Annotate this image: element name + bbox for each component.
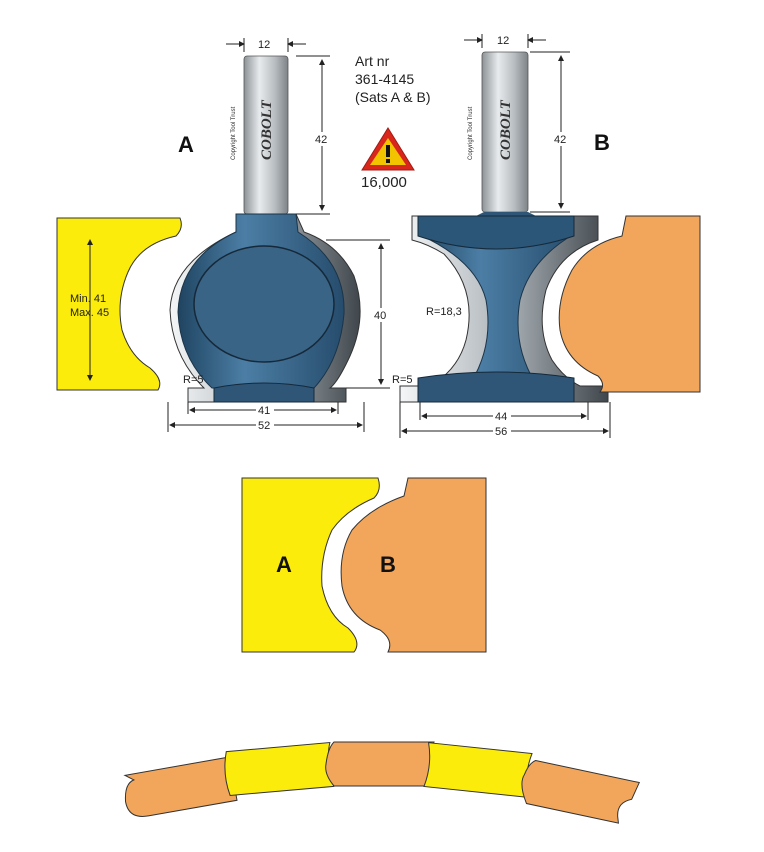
min-label: Min. 41	[70, 293, 106, 305]
bit-a-letter: A	[178, 132, 194, 157]
assembly-label-a: A	[276, 552, 292, 577]
radius-a: R=5	[183, 374, 204, 386]
max-label: Max. 45	[70, 307, 109, 319]
inner-width-a: 41	[258, 405, 270, 417]
shank-width-a: 12	[258, 39, 270, 51]
router-bit-a: COBOLT Copyright Tool Trust 12 42 40 R=5…	[167, 38, 390, 432]
shank-length-a: 42	[315, 134, 327, 146]
art-line-1: Art nr	[355, 53, 390, 69]
shank-width-b: 12	[497, 35, 509, 47]
art-line-2: 361-4145	[355, 71, 414, 87]
height-a: 40	[374, 310, 386, 322]
article-info: Art nr 361-4145 (Sats A & B)	[355, 53, 430, 105]
inner-width-b: 44	[495, 411, 507, 423]
art-line-3: (Sats A & B)	[355, 89, 430, 105]
radius-large-b: R=18,3	[426, 306, 462, 318]
profile-a-workpiece: Min. 41 Max. 45	[56, 217, 182, 391]
warning-triangle-icon	[361, 127, 415, 171]
bit-b-letter: B	[594, 130, 610, 155]
shank-length-b: 42	[554, 134, 566, 146]
copyright-a: Copyright Tool Trust	[231, 106, 237, 160]
profile-b-workpiece	[558, 215, 701, 393]
outer-width-a: 52	[258, 420, 270, 432]
copyright-b: Copyright Tool Trust	[468, 106, 474, 160]
curved-staves	[123, 741, 641, 824]
brand-a: COBOLT	[259, 99, 275, 160]
assembly-diagram: A B	[241, 477, 487, 653]
brand-b: COBOLT	[498, 99, 514, 160]
router-bit-b: COBOLT Copyright Tool Trust 12 42 R=18,3…	[392, 34, 611, 438]
assembly-label-b: B	[380, 552, 396, 577]
max-rpm: 16,000	[361, 174, 407, 191]
outer-width-b: 56	[495, 426, 507, 438]
radius-b: R=5	[392, 374, 413, 386]
